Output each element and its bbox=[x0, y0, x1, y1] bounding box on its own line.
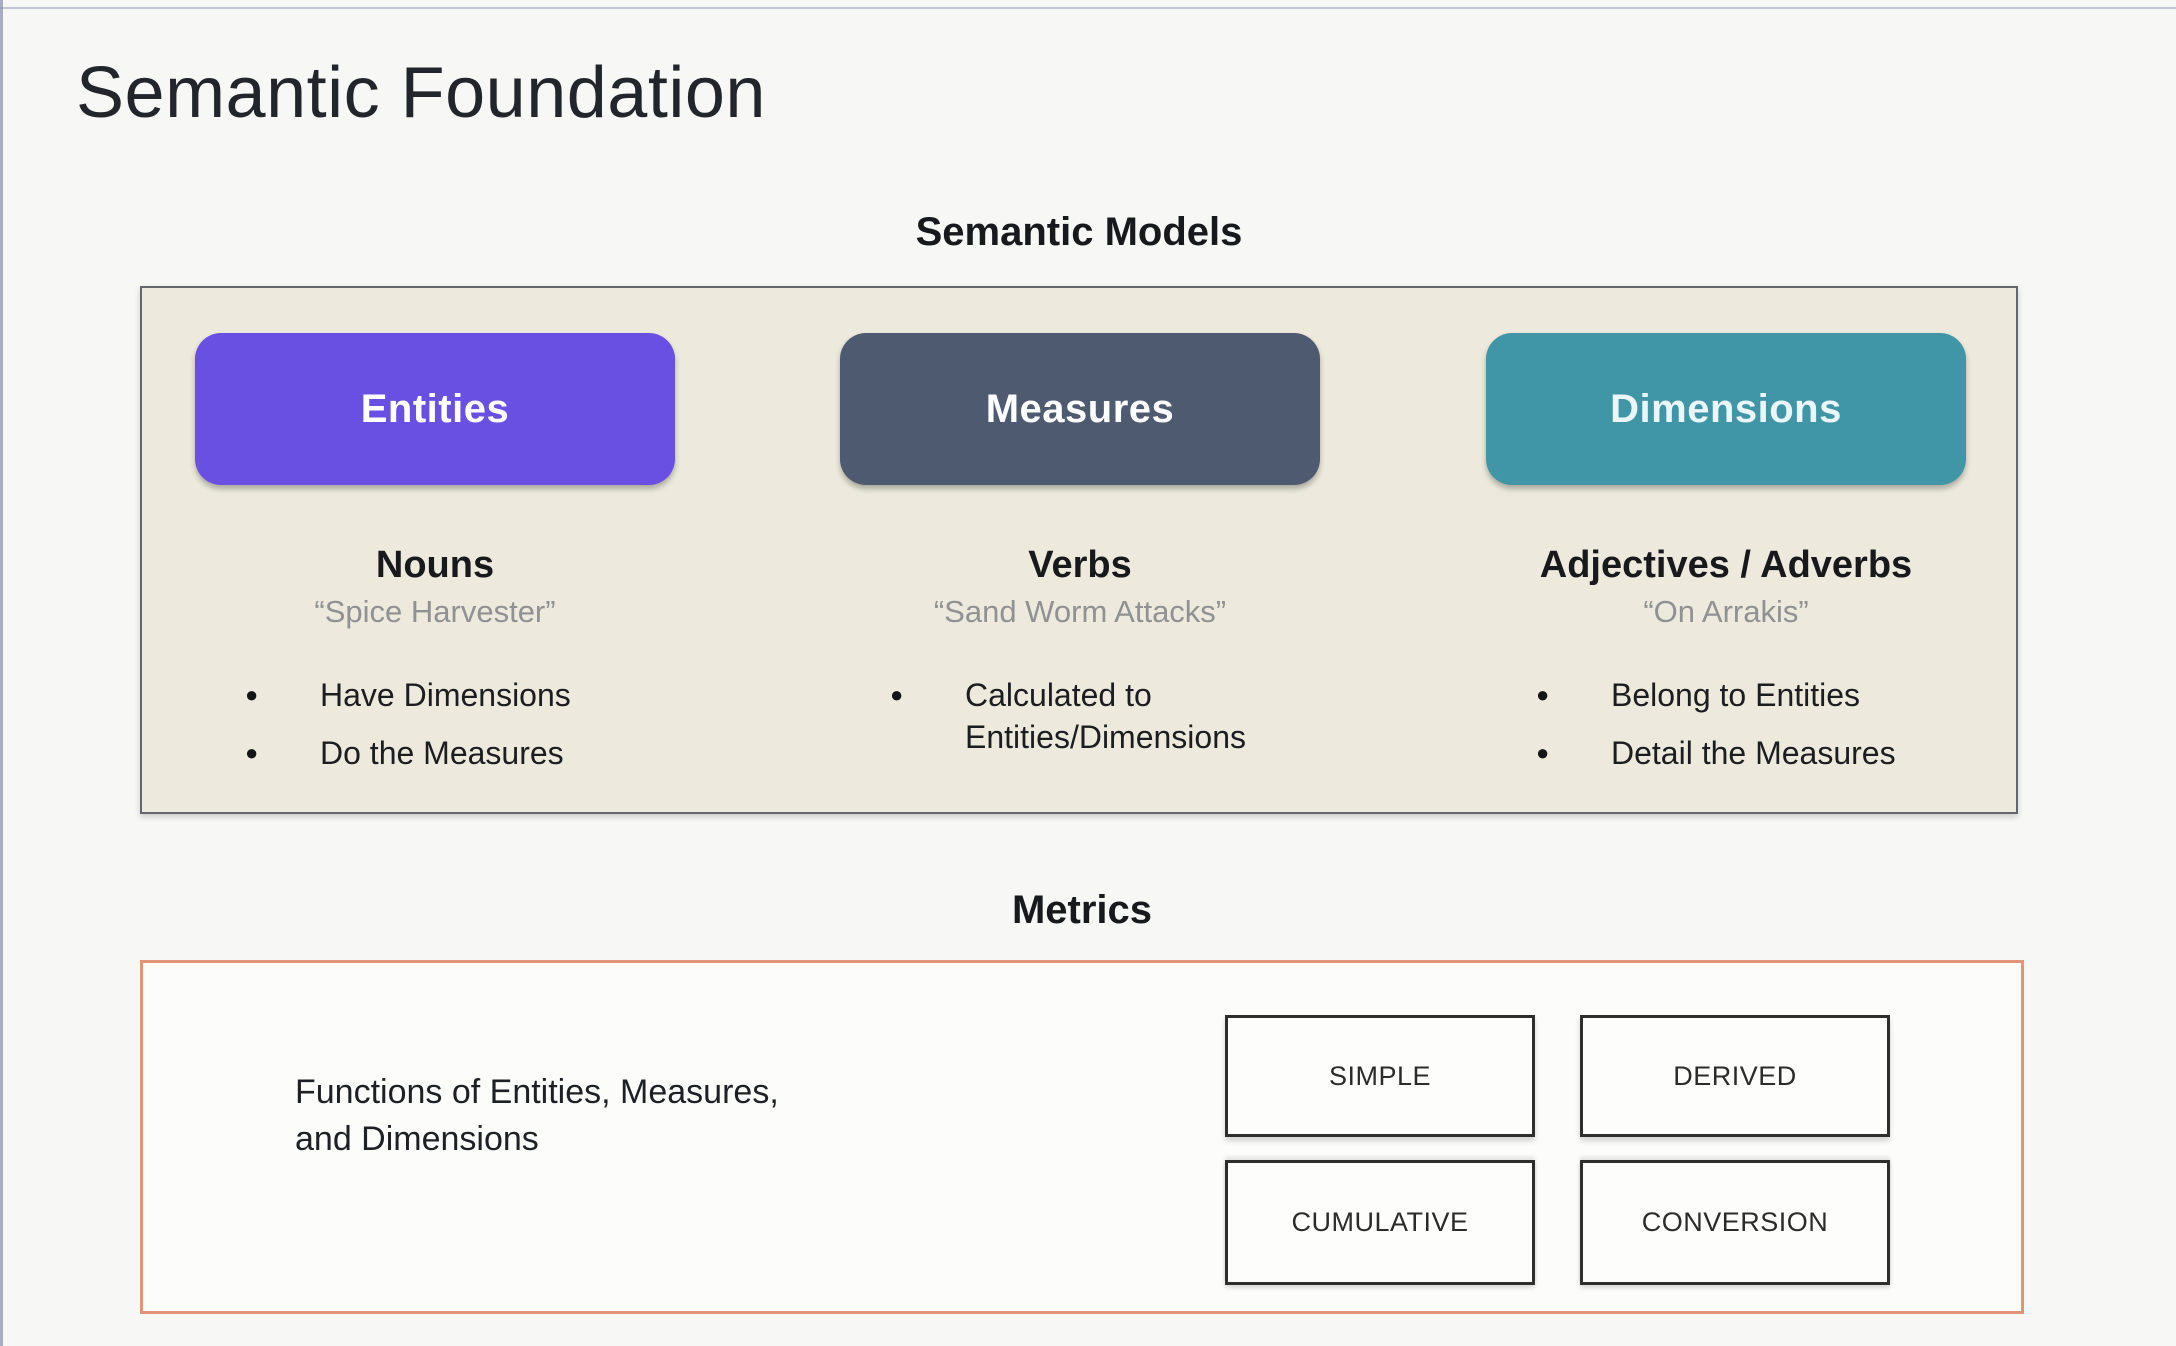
bullet-item: ● Have Dimensions bbox=[245, 674, 571, 716]
bullet-dot-icon: ● bbox=[890, 682, 904, 707]
bullet-dot-icon: ● bbox=[1536, 682, 1550, 707]
slide-left-edge-line bbox=[0, 0, 3, 1346]
slide-title: Semantic Foundation bbox=[76, 53, 766, 133]
measures-pill: Measures bbox=[840, 333, 1320, 485]
metrics-description-line: and Dimensions bbox=[295, 1119, 539, 1158]
model-column-dimensions: Dimensions Adjectives / Adverbs “On Arra… bbox=[1486, 288, 1966, 812]
simple-metric-box: SIMPLE bbox=[1225, 1015, 1535, 1137]
bullet-text: Have Dimensions bbox=[320, 677, 571, 713]
measures-example-quote: “Sand Worm Attacks” bbox=[933, 594, 1227, 629]
bullet-text: Calculated to Entities/Dimensions bbox=[965, 677, 1246, 756]
metrics-heading: Metrics bbox=[1011, 888, 1153, 932]
derived-metric-label: DERIVED bbox=[1673, 1060, 1797, 1091]
bullet-item: ● Belong to Entities bbox=[1536, 674, 1896, 716]
entities-pill-label: Entities bbox=[360, 386, 510, 431]
bullet-dot-icon: ● bbox=[245, 740, 259, 766]
dimensions-pill-label: Dimensions bbox=[1610, 386, 1842, 431]
bullet-text: Do the Measures bbox=[320, 735, 564, 772]
entities-pill: Entities bbox=[195, 333, 675, 485]
bullet-text: Belong to Entities bbox=[1611, 677, 1861, 713]
cumulative-metric-box: CUMULATIVE bbox=[1225, 1160, 1535, 1285]
bullet-dot-icon: ● bbox=[1536, 740, 1550, 766]
dimensions-example-quote: “On Arrakis” bbox=[1643, 594, 1809, 629]
entities-example-quote: “Spice Harvester” bbox=[314, 594, 556, 629]
bullet-item: ● Calculated to Entities/Dimensions bbox=[890, 674, 1310, 758]
slide-top-edge-line bbox=[0, 7, 2176, 9]
bullet-item: ● Do the Measures bbox=[245, 732, 571, 774]
simple-metric-label: SIMPLE bbox=[1328, 1060, 1432, 1091]
entities-role-heading: Nouns bbox=[375, 544, 495, 586]
entities-bullet-list: ● Have Dimensions ● Do the Measures bbox=[245, 674, 571, 790]
measures-pill-label: Measures bbox=[985, 386, 1175, 431]
conversion-metric-box: CONVERSION bbox=[1580, 1160, 1890, 1285]
dimensions-bullet-list: ● Belong to Entities ● Detail the Measur… bbox=[1536, 674, 1896, 790]
bullet-item: ● Detail the Measures bbox=[1536, 732, 1896, 774]
semantic-models-panel: Entities Nouns “Spice Harvester” ● Have … bbox=[140, 286, 2018, 814]
measures-role-heading: Verbs bbox=[1028, 544, 1132, 586]
bullet-dot-icon: ● bbox=[245, 682, 259, 707]
model-column-measures: Measures Verbs “Sand Worm Attacks” ● Cal… bbox=[840, 288, 1320, 812]
metrics-description: Functions of Entities, Measures, and Dim… bbox=[295, 1069, 895, 1163]
conversion-metric-label: CONVERSION bbox=[1641, 1207, 1829, 1237]
model-column-entities: Entities Nouns “Spice Harvester” ● Have … bbox=[195, 288, 675, 812]
dimensions-pill: Dimensions bbox=[1486, 333, 1966, 485]
measures-bullet-list: ● Calculated to Entities/Dimensions bbox=[890, 674, 1310, 774]
metrics-description-line: Functions of Entities, Measures, bbox=[295, 1073, 779, 1111]
metrics-panel: Functions of Entities, Measures, and Dim… bbox=[140, 960, 2024, 1314]
semantic-models-heading: Semantic Models bbox=[915, 210, 1243, 254]
dimensions-role-heading: Adjectives / Adverbs bbox=[1539, 544, 1913, 586]
bullet-text: Detail the Measures bbox=[1611, 735, 1896, 772]
derived-metric-box: DERIVED bbox=[1580, 1015, 1890, 1137]
cumulative-metric-label: CUMULATIVE bbox=[1291, 1207, 1469, 1237]
